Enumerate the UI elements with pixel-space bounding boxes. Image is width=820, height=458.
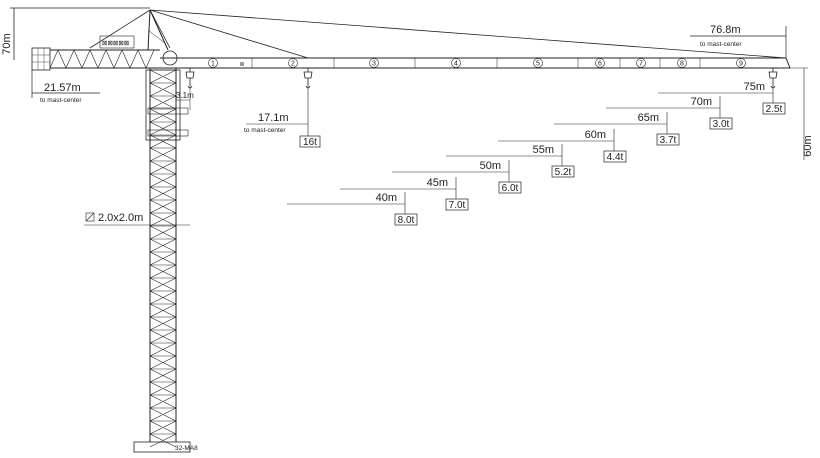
max-radius-note: to mast-center bbox=[700, 41, 742, 48]
max-radius-dimension: 76.8m to mast-center bbox=[690, 24, 787, 58]
load-radius-label: 70m bbox=[691, 96, 712, 108]
mast: 32-MA8 bbox=[133, 68, 198, 453]
load-radius-label: 60m bbox=[585, 129, 606, 141]
base-label: 32-MA8 bbox=[175, 445, 198, 452]
load-value: 6.0t bbox=[502, 183, 519, 194]
load-chart: 40m8.0t45m7.0t50m6.0t55m5.2t60m4.4t65m3.… bbox=[287, 81, 786, 226]
jib-section-number: 6 bbox=[598, 61, 602, 68]
jib-section-number: 3 bbox=[372, 61, 376, 68]
counter-jib-marking: ⊠⊠⊠⊠⊠ bbox=[102, 40, 130, 47]
jib-section-numbers: 1 2 3 4 5 6 7 8 9 bbox=[208, 58, 746, 68]
height-label: 70m bbox=[1, 33, 13, 54]
hook-16t: 17.1m to mast-center 16t bbox=[244, 68, 321, 148]
load-radius-label: 65m bbox=[638, 112, 659, 124]
load-box bbox=[445, 198, 469, 211]
load-box bbox=[709, 117, 733, 130]
mast-section-dimension: 2.0x2.0m bbox=[84, 212, 190, 226]
load-radius-label: 45m bbox=[427, 177, 448, 189]
jib-section-ring bbox=[451, 58, 461, 68]
load-box bbox=[394, 213, 418, 226]
counter-jib-note: to mast-center bbox=[40, 97, 82, 104]
jib-section-number: 1 bbox=[211, 61, 215, 68]
height-dimension: 70m bbox=[1, 7, 150, 60]
load-box bbox=[762, 102, 786, 115]
jib-section-ring bbox=[636, 58, 646, 68]
load-radius-label: 50m bbox=[480, 160, 501, 172]
jib-radius-note: to mast-center bbox=[244, 127, 286, 134]
max-radius-label: 76.8m bbox=[710, 24, 741, 36]
jib-section-ring bbox=[288, 58, 298, 68]
jib-section-ring bbox=[677, 58, 687, 68]
hook-min-radius: 3.1m bbox=[176, 68, 195, 110]
hook-height-dimension: 60m bbox=[790, 67, 814, 160]
jib-section-number: 9 bbox=[739, 61, 743, 68]
jib-section-ring bbox=[208, 58, 218, 68]
load-radius-label: 40m bbox=[376, 192, 397, 204]
jib-section-ring bbox=[369, 58, 379, 68]
tower-head bbox=[147, 9, 178, 66]
jib-section-ring bbox=[595, 58, 605, 68]
hook-tip bbox=[768, 68, 778, 89]
load-value: 8.0t bbox=[398, 215, 415, 226]
counter-jib: ⊠⊠⊠⊠⊠ bbox=[31, 35, 160, 71]
jib-section-number: 4 bbox=[454, 61, 458, 68]
load-value: 4.4t bbox=[607, 152, 624, 163]
pendant-ropes bbox=[89, 9, 787, 59]
load-value: 7.0t bbox=[449, 200, 466, 211]
load-value: 3.7t bbox=[660, 135, 677, 146]
jib-radius-label: 17.1m bbox=[258, 112, 289, 124]
jib-section-number: 8 bbox=[680, 61, 684, 68]
load-value: 2.5t bbox=[766, 104, 783, 115]
load-value: 3.0t bbox=[713, 119, 730, 130]
load-box bbox=[498, 181, 522, 194]
load-radius-label: 75m bbox=[744, 81, 765, 93]
trolley-min-label: 3.1m bbox=[176, 91, 194, 100]
load-value: 5.2t bbox=[555, 167, 572, 178]
hook-height-label: 60m bbox=[802, 135, 814, 156]
counter-jib-label: 21.57m bbox=[44, 82, 81, 94]
jib-section-number: 7 bbox=[639, 61, 643, 68]
jib-section-ring bbox=[533, 58, 543, 68]
counter-jib-dimension: 21.57m to mast-center bbox=[31, 70, 100, 104]
jib-load-label: 16t bbox=[303, 137, 317, 148]
mast-section-label: 2.0x2.0m bbox=[98, 212, 143, 224]
load-box bbox=[656, 133, 680, 146]
load-box bbox=[603, 150, 627, 163]
trolley-icon: ⩎ bbox=[240, 61, 244, 68]
jib-section-ring bbox=[736, 58, 746, 68]
jib-section-number: 5 bbox=[536, 61, 540, 68]
load-radius-label: 55m bbox=[533, 144, 554, 156]
main-jib: 1 2 3 4 5 6 7 8 9 ⩎ bbox=[160, 57, 791, 69]
load-box bbox=[551, 165, 575, 178]
jib-section-number: 2 bbox=[291, 61, 295, 68]
